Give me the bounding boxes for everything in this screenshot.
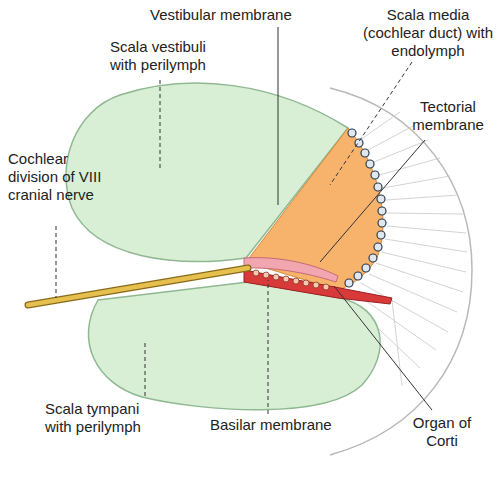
part-label: Scala tympani with perilymph	[45, 400, 165, 436]
leader-line	[334, 286, 432, 410]
part-label: Scala media (cochlear duct) with endolym…	[362, 6, 494, 60]
part-label: Organ of Corti	[400, 414, 484, 450]
leader-lines	[56, 27, 432, 414]
tectorial-membrane-shape	[244, 258, 338, 282]
cochlear-nerve	[28, 268, 248, 305]
part-label: Scala vestibuli with perilymph	[110, 38, 230, 74]
part-label: Tectorial membrane	[400, 98, 496, 134]
hair-cells	[253, 270, 329, 290]
stria-cells	[345, 129, 386, 287]
leader-line	[56, 226, 57, 298]
leader-line	[145, 340, 146, 396]
part-label: Cochlear division of VIII cranial nerve	[8, 150, 104, 204]
scala-tympani-shape	[88, 282, 380, 410]
leader-line	[160, 80, 161, 168]
leader-line	[330, 62, 412, 185]
leader-line	[278, 27, 279, 205]
leader-line	[320, 140, 425, 262]
part-label: Vestibular membrane	[150, 6, 330, 24]
leader-line	[268, 280, 269, 414]
part-label: Basilar membrane	[210, 416, 340, 434]
nerve-outline	[28, 268, 248, 305]
